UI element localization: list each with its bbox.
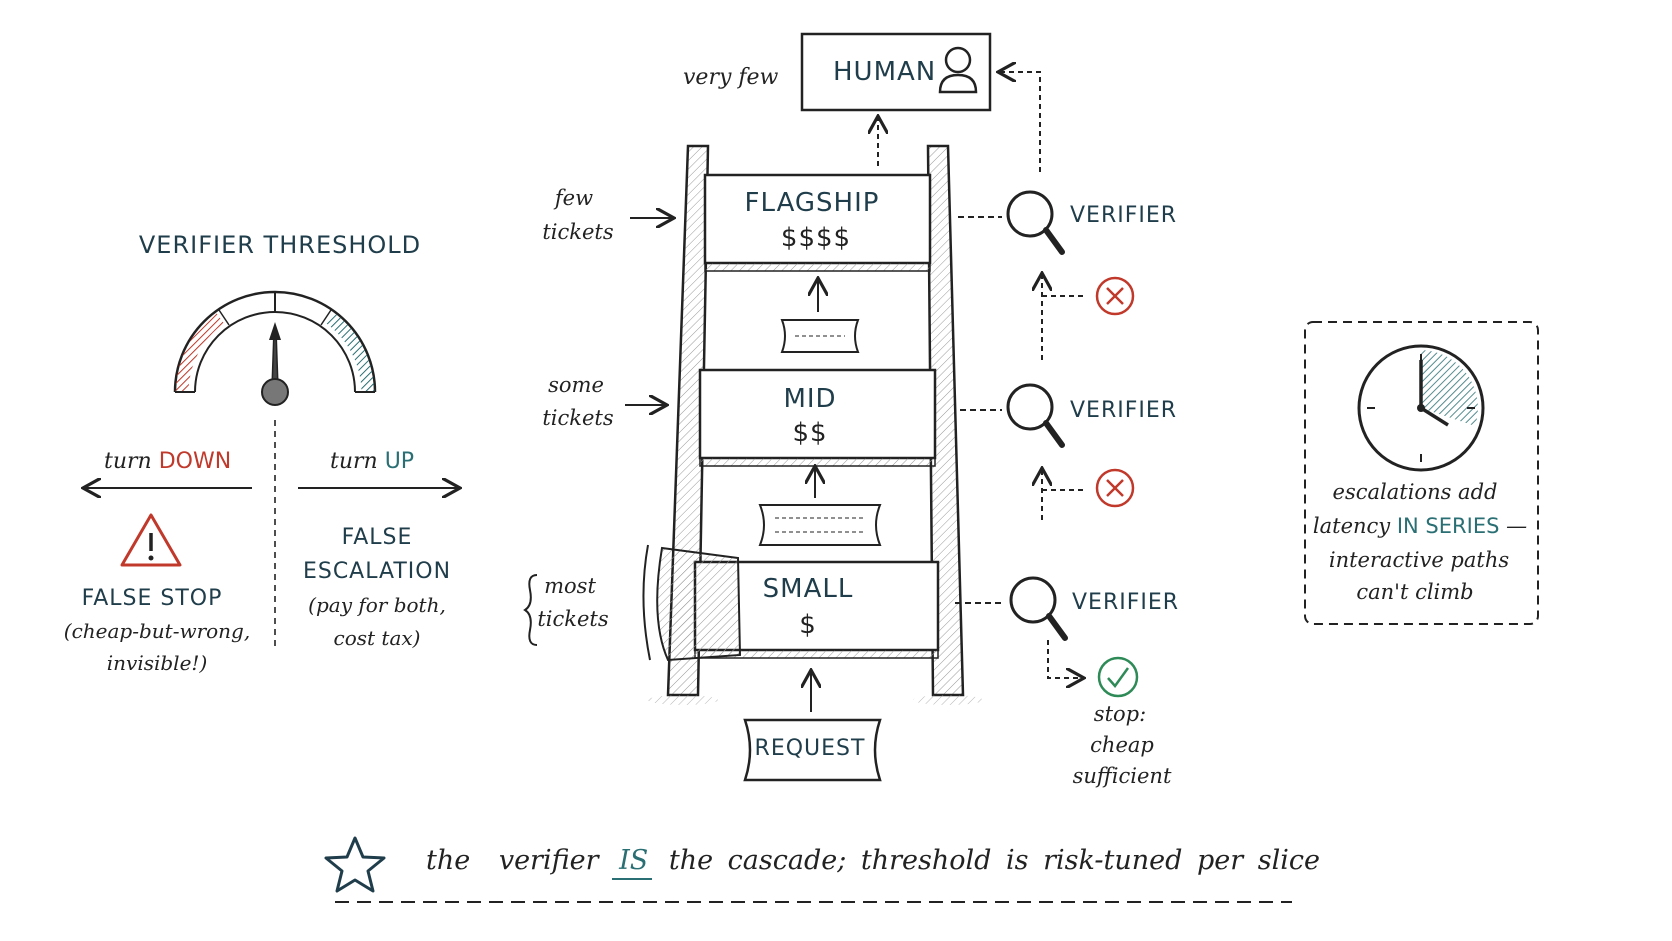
rung-small-cost: $ xyxy=(799,610,817,640)
footer-takeaway: the verifier IS the cascade; threshold i… xyxy=(426,847,1320,874)
flagship-note-line1: few xyxy=(554,186,594,210)
latency-word: latency xyxy=(1312,514,1391,538)
request-ticket xyxy=(743,718,882,782)
up-word: UP xyxy=(384,449,415,474)
latency-line1: escalations add xyxy=(1332,480,1498,504)
reject-icon-lower xyxy=(1095,468,1135,508)
rung-mid-cost: $$ xyxy=(792,418,828,448)
verifier-label-bottom: VERIFIER xyxy=(1072,590,1180,615)
latency-line4: can't climb xyxy=(1356,580,1474,604)
false-escalation-line4: cost tax) xyxy=(333,626,421,650)
threshold-gauge xyxy=(85,290,458,650)
latency-line3: interactive paths xyxy=(1328,548,1510,572)
gauge-title: VERIFIER THRESHOLD xyxy=(138,231,422,259)
rung-mid-name: MID xyxy=(783,384,837,414)
stop-line3: sufficient xyxy=(1072,764,1172,788)
ticket-icon-upper xyxy=(780,319,860,353)
turn-word-down: turn xyxy=(104,449,152,474)
footer-rest: the cascade; threshold is risk-tuned per… xyxy=(668,845,1320,876)
footer-verifier: verifier xyxy=(498,845,599,876)
false-escalation-line1: FALSE xyxy=(341,525,413,550)
latency-dash: — xyxy=(1506,514,1528,538)
gauge-red-zone xyxy=(175,312,224,393)
rung-flagship xyxy=(703,173,932,265)
magnifier-icon-top xyxy=(1006,190,1065,255)
request-label: REQUEST xyxy=(754,736,866,761)
accept-check-icon xyxy=(1097,656,1139,698)
mid-note-line2: tickets xyxy=(542,406,614,430)
stop-line1: stop: xyxy=(1093,702,1147,726)
false-escalation-line3: (pay for both, xyxy=(308,593,446,617)
turn-up-label: turn UP xyxy=(330,451,414,473)
verifier-label-top: VERIFIER xyxy=(1070,203,1178,228)
model-ladder xyxy=(523,118,983,712)
rung-flagship-cost: $$$$ xyxy=(780,223,852,253)
warning-icon xyxy=(120,513,182,567)
stop-line2: cheap xyxy=(1090,733,1154,757)
gauge-teal-zone xyxy=(326,312,375,393)
gauge-pivot xyxy=(261,378,289,406)
false-stop-line1: (cheap-but-wrong, xyxy=(63,619,251,643)
rung-small-name: SMALL xyxy=(762,574,854,604)
star-icon xyxy=(324,836,386,893)
footer-the: the xyxy=(426,845,471,876)
verifier-column xyxy=(955,72,1139,698)
magnifier-icon-bottom xyxy=(1009,576,1068,641)
human-label: HUMAN xyxy=(833,57,937,87)
down-word: DOWN xyxy=(158,449,232,474)
magnifier-icon-mid xyxy=(1006,383,1065,448)
ticket-bundle xyxy=(656,546,742,662)
small-note-line2: tickets xyxy=(537,607,609,631)
brace xyxy=(523,574,538,646)
footer-is-highlight: IS xyxy=(619,845,649,876)
latency-box xyxy=(1304,321,1539,625)
rung-mid xyxy=(698,368,937,460)
verifier-label-mid: VERIFIER xyxy=(1070,398,1178,423)
human-note: very few xyxy=(683,65,779,90)
in-series-highlight: IN SERIES xyxy=(1396,514,1500,538)
false-stop-title: FALSE STOP xyxy=(81,586,223,611)
small-note-line1: most xyxy=(544,574,596,598)
person-icon xyxy=(938,46,978,94)
mid-note-line1: some xyxy=(548,373,604,397)
false-escalation-line2: ESCALATION xyxy=(302,559,452,584)
turn-down-label: turn DOWN xyxy=(104,451,231,473)
ticket-icon-lower xyxy=(758,504,882,546)
rung-flagship-name: FLAGSHIP xyxy=(744,188,880,218)
flagship-note-line2: tickets xyxy=(542,220,614,244)
latency-line2: latency IN SERIES — xyxy=(1313,516,1527,537)
turn-word-up: turn xyxy=(330,449,378,474)
false-stop-line2: invisible!) xyxy=(106,651,208,675)
clock-icon xyxy=(1357,344,1485,472)
reject-icon-upper xyxy=(1095,276,1135,316)
human-box xyxy=(800,32,992,112)
